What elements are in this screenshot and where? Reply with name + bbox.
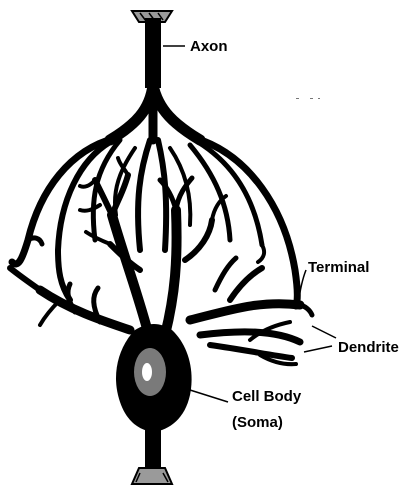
axon-lower-shaft — [145, 430, 161, 472]
terminal-label: Terminal — [308, 259, 369, 276]
soma-label: (Soma) — [232, 414, 283, 431]
axon-label: Axon — [190, 38, 228, 55]
stray-marks — [296, 98, 320, 99]
nucleolus — [142, 363, 152, 381]
cell-body-label: Cell Body — [232, 388, 302, 405]
axon-shaft — [145, 18, 161, 88]
cellbody-leader — [190, 390, 228, 402]
dendrite-label: Dendrite — [338, 339, 399, 356]
axon-bottom-cap — [132, 468, 172, 484]
dendrite-leader-2 — [304, 346, 332, 352]
dendrite-leader-1 — [312, 326, 336, 338]
